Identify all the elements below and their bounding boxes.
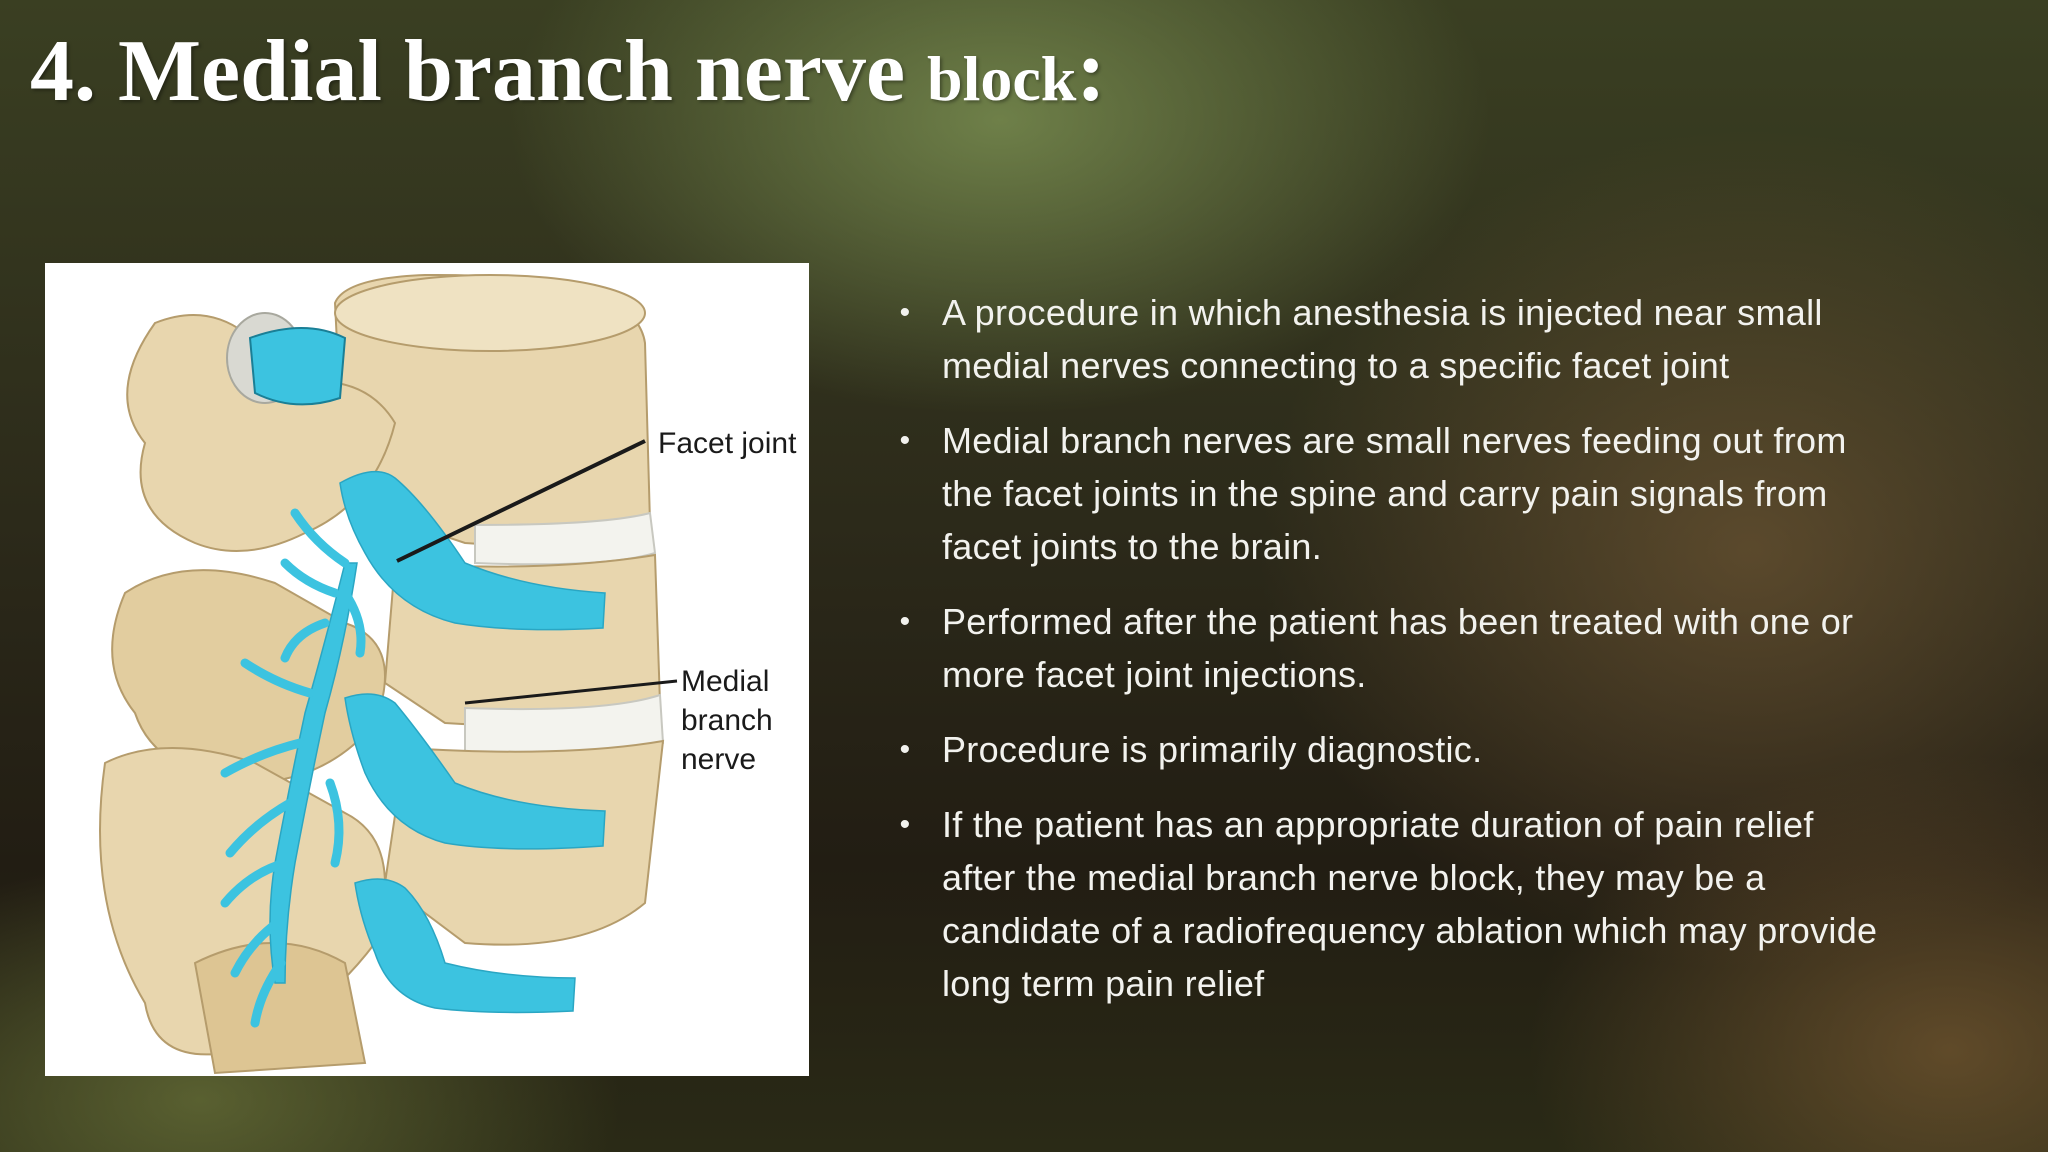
title-small: block: [927, 43, 1077, 114]
bullet-dot-icon: •: [899, 424, 911, 457]
nerve-root-top: [339, 470, 606, 631]
bullet-item: • If the patient has an appropriate durat…: [895, 798, 1895, 1010]
bullet-item: • Procedure is primarily diagnostic.: [895, 723, 1895, 776]
bullet-dot-icon: •: [899, 808, 911, 841]
bullet-text: Procedure is primarily diagnostic.: [942, 729, 1483, 770]
bullet-text: Performed after the patient has been tre…: [942, 601, 1854, 695]
bullet-text: Medial branch nerves are small nerves fe…: [942, 420, 1847, 567]
facet-joint-leader: [396, 439, 646, 563]
spine-illustration: Facet joint Medial branch nerve: [45, 263, 809, 1076]
title-colon: :: [1076, 23, 1106, 120]
medial-label-line2: branch: [681, 704, 773, 737]
nerve-root-middle: [344, 693, 606, 850]
medial-label-line1: Medial: [681, 665, 769, 698]
title-main: 4. Medial branch nerve: [30, 23, 906, 120]
bullet-item: • A procedure in which anesthesia is inje…: [895, 286, 1895, 392]
slide-title: 4. Medial branch nerve block:: [30, 22, 1106, 129]
bullet-text: A procedure in which anesthesia is injec…: [942, 292, 1823, 386]
disc-upper: [474, 511, 657, 566]
medial-branch-trunk: [269, 562, 358, 984]
medial-label-line3: nerve: [681, 743, 756, 776]
medial-branch-leader: [464, 679, 678, 705]
medial-branch-twigs: [220, 508, 366, 1028]
bullet-dot-icon: •: [899, 605, 911, 638]
nerve-roots: [269, 470, 606, 1014]
bullet-dot-icon: •: [899, 733, 911, 766]
bullet-list: • A procedure in which anesthesia is inje…: [895, 286, 1895, 1032]
bullet-item: • Performed after the patient has been tr…: [895, 595, 1895, 701]
bullet-item: • Medial branch nerves are small nerves f…: [895, 414, 1895, 573]
bullet-text: If the patient has an appropriate durati…: [942, 804, 1878, 1004]
spine-diagram: Facet joint Medial branch nerve: [99, 273, 797, 1075]
vertebral-body-top-surface: [334, 274, 646, 352]
bullet-dot-icon: •: [899, 296, 911, 329]
facet-joint-label: Facet joint: [658, 427, 797, 460]
facet-cap-top: [248, 327, 347, 406]
nerve-root-bottom: [354, 878, 576, 1014]
